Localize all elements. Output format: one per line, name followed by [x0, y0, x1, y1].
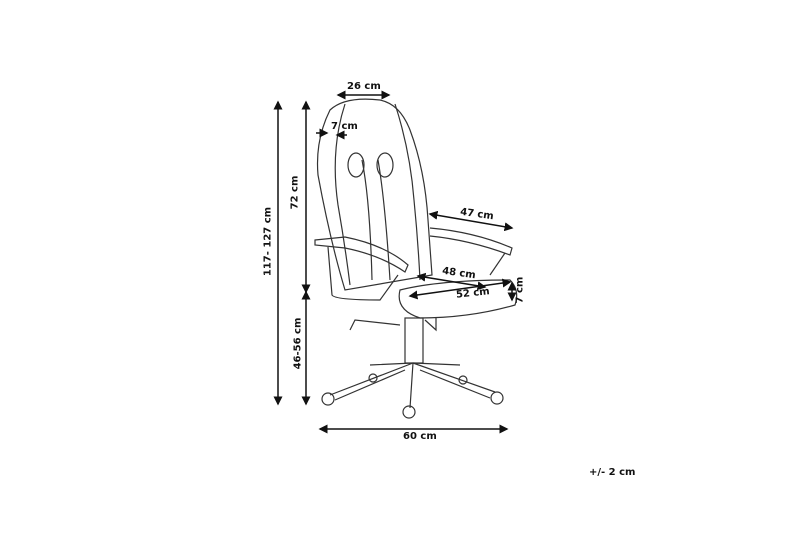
- backrest-height-label: 72 cm: [289, 175, 301, 210]
- side-bolster-label: 7 cm: [331, 121, 358, 132]
- seat-height-label: 46-56 cm: [292, 317, 304, 370]
- backrest-width-label: 26 cm: [347, 81, 381, 92]
- base-width-label: 60 cm: [403, 431, 437, 442]
- chair-outline: [314, 98, 518, 419]
- tolerance-note: +/- 2 cm: [589, 467, 636, 478]
- dimension-lines: [273, 90, 517, 434]
- seat-thickness-label: 7 cm: [514, 276, 526, 304]
- total-height-label: 117- 127 cm: [262, 206, 274, 277]
